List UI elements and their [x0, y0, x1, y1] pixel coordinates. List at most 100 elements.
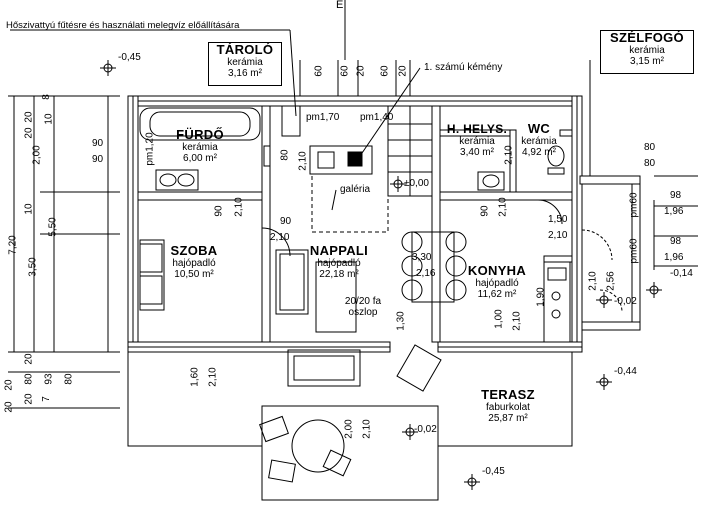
dimension-label: 80 — [23, 373, 35, 385]
dimension-label: 2,10 — [497, 197, 509, 217]
room-wc: WC kerámia 4,92 m² — [514, 121, 564, 159]
room-tarolo: TÁROLÓ kerámia 3,16 m² — [208, 42, 282, 86]
room-szelfogo: SZÉLFOGÓ kerámia 3,15 m² — [600, 30, 694, 74]
dimension-label: 60 — [379, 65, 391, 77]
heater-note: Hőszivattyú fűtésre és használati melegv… — [6, 20, 240, 31]
dimension-label: 3,50 — [27, 257, 39, 277]
room-szoba: SZOBA hajópadló 10,50 m² — [164, 243, 224, 281]
dimension-label: 60 — [313, 65, 325, 77]
dimension-label: 1,50 — [548, 214, 568, 225]
dimension-label: 20 — [23, 127, 35, 139]
dimension-label: 90 — [92, 154, 104, 165]
dimension-label: 2,56 — [605, 271, 617, 291]
dimension-label: 20 — [23, 111, 35, 123]
dimension-label: 2,10 — [233, 197, 245, 217]
dimension-label: 10 — [43, 113, 55, 125]
room-name: WC — [527, 121, 551, 136]
room-area: 6,00 m² — [183, 153, 217, 164]
level-label: -0,02 — [614, 296, 637, 307]
dimension-label: 2,10 — [361, 419, 373, 439]
dimension-label: 2,10 — [503, 145, 515, 165]
stairs — [387, 105, 433, 197]
dimension-label: 1,60 — [189, 367, 201, 387]
dimension-label: 80 — [644, 158, 656, 169]
dimension-label: 2,10 — [548, 230, 568, 241]
room-name: KONYHA — [467, 263, 527, 278]
dimension-label: 80 — [63, 373, 75, 385]
room-material: hajópadló — [317, 258, 361, 269]
dimension-label: 60 — [339, 65, 351, 77]
room-area: 3,40 m² — [460, 147, 494, 158]
level-label: -0,44 — [614, 366, 637, 377]
dimension-label: 20 — [3, 379, 15, 391]
room-material: hajópadló — [172, 258, 216, 269]
dimension-label: 98 — [670, 236, 682, 247]
column-label: 20/20 fa oszlop — [344, 296, 382, 318]
dimension-label: 20 — [23, 393, 35, 405]
room-name: TÁROLÓ — [216, 42, 274, 57]
outer-walls — [127, 95, 583, 353]
dimension-label: 2,10 — [270, 232, 290, 243]
dimension-label: 1,30 — [395, 311, 407, 331]
dimension-label: 80 — [644, 142, 656, 153]
dimension-label: 2,16 — [416, 268, 436, 279]
parapet-label: pm1,70 — [306, 112, 340, 123]
parapet-label: pm1,20 — [144, 132, 156, 166]
room-name: SZOBA — [170, 243, 218, 258]
terrace — [127, 344, 573, 501]
dimension-label: 7,20 — [7, 235, 19, 255]
level-label: -0,14 — [670, 268, 693, 279]
dimension-label: 3,30 — [412, 252, 432, 263]
room-area: 25,87 m² — [488, 413, 528, 424]
room-material: kerámia — [459, 136, 495, 147]
interior-walls — [137, 105, 641, 343]
room-name: NAPPALI — [309, 243, 369, 258]
level-label: ±0,00 — [404, 178, 429, 189]
room-name: FÜRDŐ — [176, 127, 224, 142]
dimension-label: 80 — [279, 149, 291, 161]
dimension-label: 2,00 — [343, 419, 355, 439]
room-material: faburkolat — [486, 402, 530, 413]
dimension-label: 20 — [355, 65, 367, 77]
chimney-note: 1. számú kémény — [424, 62, 503, 73]
level-label: -0,45 — [118, 52, 141, 63]
dimension-label: 20 — [397, 65, 409, 77]
parapet-label: pm1,40 — [360, 112, 394, 123]
room-furdo: FÜRDŐ kerámia 6,00 m² — [168, 127, 232, 165]
room-area: 10,50 m² — [174, 269, 214, 280]
room-name: H. HELYS. — [446, 122, 508, 136]
dimension-label: 1,96 — [664, 252, 684, 263]
dimension-label: 1,90 — [535, 287, 547, 307]
dimension-label: 20 — [23, 353, 35, 365]
room-terasz: TERASZ faburkolat 25,87 m² — [472, 387, 544, 425]
room-area: 11,62 m² — [477, 289, 517, 300]
dimension-label: 7 — [40, 396, 52, 402]
dimension-label: 5,50 — [47, 217, 59, 237]
room-area: 3,16 m² — [228, 68, 262, 79]
dimension-label: 1,96 — [664, 206, 684, 217]
level-label: -0,45 — [482, 466, 505, 477]
room-nappali: NAPPALI hajópadló 22,18 m² — [306, 243, 372, 281]
level-markers — [100, 60, 662, 490]
dimension-label: 93 — [43, 373, 55, 385]
level-label: -0,02 — [414, 424, 437, 435]
dimension-label: 8 — [40, 94, 52, 100]
room-name: SZÉLFOGÓ — [610, 30, 684, 45]
dimension-label: 90 — [213, 205, 225, 217]
dimension-label: 90 — [479, 205, 491, 217]
dimension-label: 2,10 — [587, 271, 599, 291]
dimension-label: 2,10 — [297, 151, 309, 171]
dimension-label: 2,00 — [31, 145, 43, 165]
room-material: kerámia — [227, 57, 263, 68]
room-name: TERASZ — [481, 387, 535, 402]
room-konyha: KONYHA hajópadló 11,62 m² — [462, 263, 532, 301]
dimension-label: 1,00 — [493, 309, 505, 329]
room-material: kerámia — [182, 142, 218, 153]
dimension-label: 90 — [280, 216, 292, 227]
dimension-label: 2,10 — [207, 367, 219, 387]
room-area: 22,18 m² — [319, 269, 359, 280]
gallery-label: galéria — [340, 184, 371, 195]
dimension-label: 98 — [670, 190, 682, 201]
dimension-label: 20 — [3, 401, 15, 413]
